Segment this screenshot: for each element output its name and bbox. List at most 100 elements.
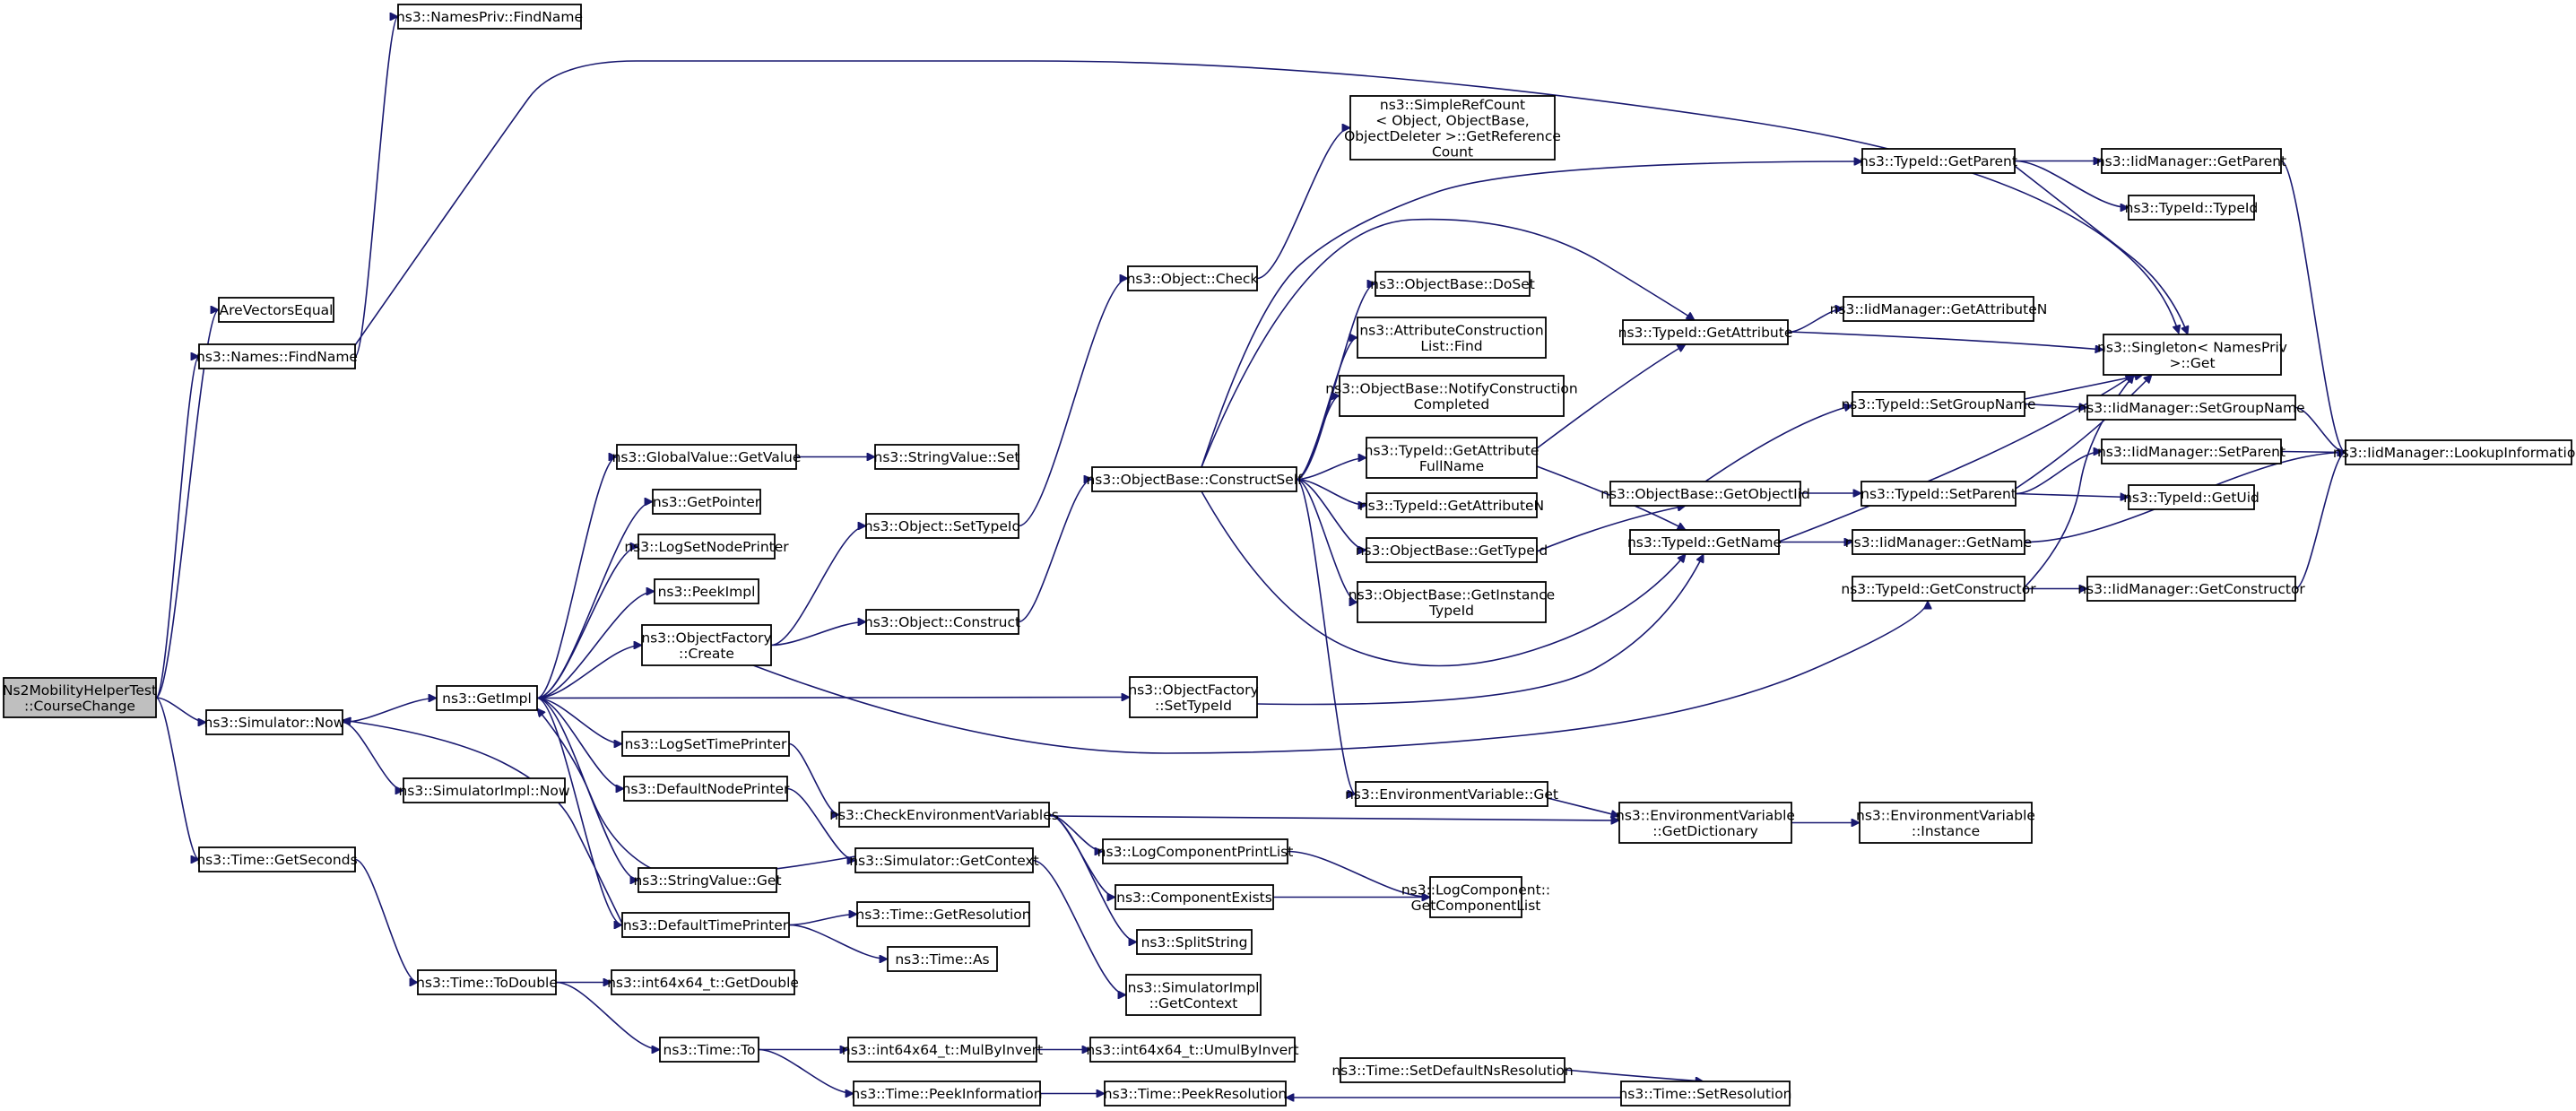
node-label: ns3::IidManager::GetParent	[2096, 153, 2286, 169]
node-label: ns3::NamesPriv::FindName	[396, 9, 583, 25]
node-iidsetparent[interactable]: ns3::IidManager::SetParent	[2097, 438, 2285, 464]
node-setdefns[interactable]: ns3::Time::SetDefaultNsResolution	[1331, 1057, 1574, 1083]
edge-tidsetparent-to-singleton	[2015, 375, 2152, 490]
node-ofsettid[interactable]: ns3::ObjectFactory::SetTypeId	[1128, 676, 1259, 718]
node-defnodepr[interactable]: ns3::DefaultNodePrinter	[622, 776, 790, 802]
node-objcheck[interactable]: ns3::Object::Check	[1127, 265, 1259, 291]
edge-getimpl-to-ofcreate	[536, 646, 642, 699]
edge-ofsettid-to-tidgetname	[1256, 554, 1704, 706]
node-nprivfind[interactable]: ns3::NamesPriv::FindName	[396, 4, 583, 30]
node-envgetdict[interactable]: ns3::EnvironmentVariable::GetDictionary	[1616, 802, 1795, 844]
node-compexists[interactable]: ns3::ComponentExists	[1115, 884, 1274, 910]
node-box	[1609, 481, 1801, 507]
node-label: ns3::Object::Check	[1127, 271, 1259, 287]
node-root[interactable]: Ns2MobilityHelperTest::CourseChange	[3, 677, 157, 718]
node-getptr[interactable]: ns3::GetPointer	[652, 489, 761, 515]
node-todouble[interactable]: ns3::Time::ToDouble	[416, 969, 558, 995]
node-logcomplist[interactable]: ns3::LogComponentPrintList	[1097, 838, 1294, 864]
node-gvgetval[interactable]: ns3::GlobalValue::GetValue	[612, 444, 802, 470]
node-peekinfo[interactable]: ns3::Time::PeekInformation	[851, 1081, 1043, 1107]
node-tidgetname[interactable]: ns3::TypeId::GetName	[1627, 529, 1782, 555]
node-timeas[interactable]: ns3::Time::As	[887, 946, 998, 972]
node-envget[interactable]: ns3::EnvironmentVariable::Get	[1345, 781, 1558, 807]
node-box	[1860, 481, 2017, 507]
node-logsetnode[interactable]: ns3::LogSetNodePrinter	[624, 534, 789, 560]
node-tidgetctor[interactable]: ns3::TypeId::GetConstructor	[1841, 576, 2036, 602]
node-iidlookup[interactable]: ns3::IidManager::LookupInformation	[2333, 439, 2576, 465]
node-label: ns3::TypeId::SetParent	[1860, 486, 2017, 502]
node-simimplctx[interactable]: ns3::SimulatorImpl::GetContext	[1125, 974, 1262, 1016]
node-box	[887, 946, 998, 972]
node-obnotify[interactable]: ns3::ObjectBase::NotifyConstructionCompl…	[1325, 375, 1578, 417]
node-iidgetctor[interactable]: ns3::IidManager::GetConstructor	[2077, 576, 2305, 602]
node-obdoset[interactable]: ns3::ObjectBase::DoSet	[1370, 271, 1535, 297]
edge-tidsetgroup-to-iidsetgroup	[2024, 404, 2087, 408]
node-peekres[interactable]: ns3::Time::PeekResolution	[1104, 1081, 1287, 1107]
node-iidgetname[interactable]: ns3::IidManager::GetName	[1845, 529, 2032, 555]
node-simgetctx[interactable]: ns3::Simulator::GetContext	[849, 847, 1039, 873]
edge-getimpl-to-deftimepr	[536, 697, 622, 925]
node-tidsetgroup[interactable]: ns3::TypeId::SetGroupName	[1841, 391, 2036, 417]
node-logsettime[interactable]: ns3::LogSetTimePrinter	[621, 731, 790, 757]
node-timegetres[interactable]: ns3::Time::GetResolution	[855, 901, 1031, 927]
edge-tidsetparent-to-iidsetparent	[2015, 452, 2102, 495]
node-int64getd[interactable]: ns3::int64x64_t::GetDouble	[607, 969, 799, 995]
node-obconstructself[interactable]: ns3::ObjectBase::ConstructSelf	[1086, 466, 1303, 492]
node-iidsetgroup[interactable]: ns3::IidManager::SetGroupName	[2077, 395, 2305, 421]
node-checkenv[interactable]: ns3::CheckEnvironmentVariables	[829, 802, 1059, 828]
node-box	[1136, 929, 1253, 955]
nodes-layer: Ns2MobilityHelperTest::CourseChange AreVe…	[3, 4, 2576, 1107]
node-namesfind[interactable]: ns3::Names::FindName	[196, 343, 358, 369]
node-timegetsec[interactable]: ns3::Time::GetSeconds	[196, 846, 358, 872]
node-singleton[interactable]: ns3::Singleton< NamesPriv >::Get	[2097, 334, 2287, 376]
node-arevec[interactable]: AreVectorsEqual	[218, 297, 334, 323]
edge-checkenv-to-splitstr	[1048, 813, 1137, 942]
node-strvalset[interactable]: ns3::StringValue::Set	[874, 444, 1020, 470]
node-mulbyinv[interactable]: ns3::int64x64_t::MulByInvert	[842, 1037, 1043, 1063]
edge-tidsetgroup-to-singleton	[2024, 375, 2143, 400]
node-deftimepr[interactable]: ns3::DefaultTimePrinter	[621, 912, 790, 938]
node-timeto[interactable]: ns3::Time::To	[659, 1037, 759, 1063]
node-objconstruct[interactable]: ns3::Object::Construct	[864, 609, 1020, 635]
node-envinst[interactable]: ns3::EnvironmentVariable::Instance	[1856, 802, 2035, 844]
node-tidtid[interactable]: ns3::TypeId::TypeId	[2125, 195, 2259, 221]
edge-deftimepr-to-simnow	[343, 720, 623, 924]
edge-obgettid-to-obgetobjtid	[1536, 506, 1686, 552]
node-box	[1843, 296, 2034, 322]
node-ofcreate[interactable]: ns3::ObjectFactory::Create	[641, 624, 772, 666]
node-iidgetattrn[interactable]: ns3::IidManager::GetAttributeN	[1830, 296, 2048, 322]
node-simnow[interactable]: ns3::Simulator::Now	[204, 709, 345, 735]
node-obgetobjtid[interactable]: ns3::ObjectBase::GetObjectIid	[1600, 481, 1810, 507]
node-label: ns3::GetImpl	[442, 690, 532, 707]
node-obgettid[interactable]: ns3::ObjectBase::GetTypeId	[1356, 537, 1548, 563]
edge-root-to-timegetsec	[155, 697, 199, 860]
edge-getimpl-to-logsetnode	[536, 547, 638, 699]
node-simplerc[interactable]: ns3::SimpleRefCount< Object, ObjectBase,…	[1344, 95, 1561, 161]
node-tidsetparent[interactable]: ns3::TypeId::SetParent	[1860, 481, 2017, 507]
node-box	[2128, 484, 2255, 510]
edge-tidgetattrfull-to-tidgetattr	[1536, 343, 1686, 449]
node-logcompget[interactable]: ns3::LogComponent::GetComponentList	[1401, 876, 1550, 918]
node-iidgetparent[interactable]: ns3::IidManager::GetParent	[2096, 148, 2286, 174]
node-tidgetattrn[interactable]: ns3::TypeId::GetAttributeN	[1359, 492, 1544, 518]
node-simimplnow[interactable]: ns3::SimulatorImpl::Now	[398, 777, 570, 803]
node-umulbyinv[interactable]: ns3::int64x64_t::UmulByInvert	[1086, 1037, 1299, 1063]
node-label: ns3::Simulator::GetContext	[849, 853, 1039, 869]
node-tidgetattr[interactable]: ns3::TypeId::GetAttribute	[1618, 319, 1793, 345]
node-box	[205, 709, 343, 735]
node-getimpl[interactable]: ns3::GetImpl	[436, 685, 538, 711]
node-strvalget[interactable]: ns3::StringValue::Get	[633, 867, 782, 893]
node-label: ns3::ObjectFactory	[1128, 681, 1258, 698]
node-objsettid[interactable]: ns3::Object::SetTypeId	[864, 513, 1021, 539]
node-box	[1357, 317, 1547, 359]
node-tidgetuid[interactable]: ns3::TypeId::GetUid	[2123, 484, 2259, 510]
node-peekimpl[interactable]: ns3::PeekImpl	[654, 578, 759, 604]
node-label: ns3::GetPointer	[653, 494, 761, 510]
node-setres[interactable]: ns3::Time::SetResolution	[1618, 1081, 1792, 1107]
node-splitstr[interactable]: ns3::SplitString	[1136, 929, 1253, 955]
node-tidgetparent[interactable]: ns3::TypeId::GetParent	[1860, 148, 2017, 174]
edge-simnow-to-getimpl	[342, 699, 437, 724]
